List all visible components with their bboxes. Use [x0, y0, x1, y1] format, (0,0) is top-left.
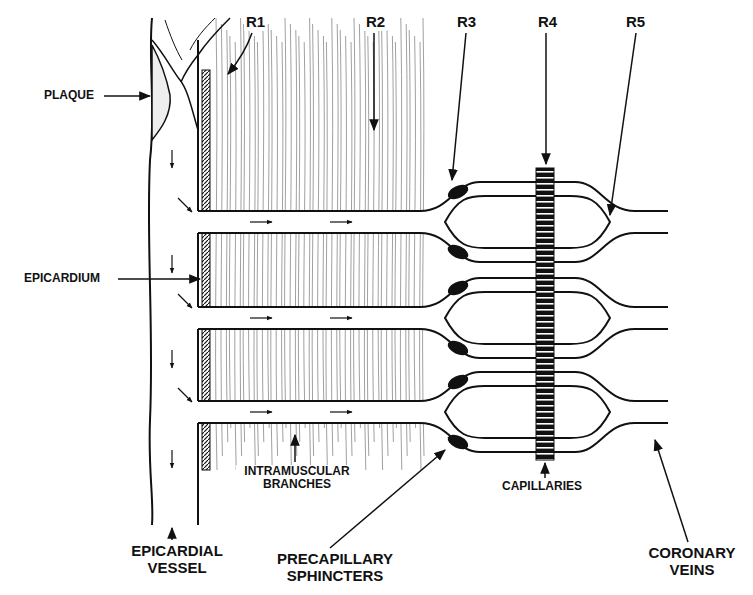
- part-label: PRECAPILLARY SPHINCTERS: [248, 551, 422, 585]
- plaque: [152, 45, 170, 140]
- muscle-fibre: [312, 24, 313, 456]
- resistance-callout: R4: [536, 14, 559, 31]
- muscle-fibre: [351, 42, 352, 456]
- part-label: EPICARDIAL VESSEL: [100, 543, 254, 577]
- flow-arrow: [250, 317, 272, 318]
- precapillary-sphincter: [445, 278, 470, 298]
- muscle-fibre: [406, 24, 407, 456]
- muscle-fibre: [304, 42, 305, 428]
- muscle-fibre: [387, 30, 388, 456]
- branch-group: [198, 372, 668, 452]
- part-label: CORONARY VEINS: [636, 545, 748, 579]
- muscle-fibre: [226, 30, 227, 442]
- precapillary-sphincter: [445, 372, 470, 392]
- part-label: PLAQUE: [42, 89, 96, 102]
- part-label: INTRAMUSCULAR BRANCHES: [236, 465, 358, 492]
- muscle-fibre: [295, 30, 296, 456]
- flow-arrow: [330, 221, 352, 222]
- capillary-loop: [445, 196, 610, 248]
- branch-fill: [198, 278, 668, 358]
- branch-group: [198, 278, 668, 358]
- flow-arrow: [330, 317, 352, 318]
- muscle-fibre: [331, 18, 332, 456]
- part-label: EPICARDIUM: [22, 272, 102, 285]
- resistance-callout: R3: [455, 14, 478, 31]
- part-label: CAPILLARIES: [500, 480, 584, 493]
- capillary-loop: [445, 292, 610, 344]
- flow-arrow: [330, 411, 352, 412]
- precapillary-sphincter: [445, 182, 470, 202]
- resistance-callout: R5: [624, 14, 647, 31]
- precapillary-sphincter: [445, 432, 470, 452]
- muscle-fibre: [298, 36, 299, 442]
- muscle-fibre: [409, 30, 410, 442]
- muscle-fibre: [395, 42, 396, 428]
- precapillary-sphincter: [445, 338, 470, 358]
- flow-arrow: [250, 221, 272, 222]
- resistance-callout: R1: [244, 14, 267, 31]
- muscle-fibre: [240, 18, 241, 456]
- flow-arrows: [172, 150, 192, 468]
- branch-group: [198, 182, 668, 262]
- muscle-fibre: [318, 30, 319, 442]
- intramuscular-branches: [198, 182, 668, 452]
- leader-lines: [104, 33, 688, 548]
- flow-arrow: [250, 411, 272, 412]
- muscle-fibre: [282, 42, 283, 442]
- capillaries: [536, 168, 554, 460]
- muscle-fibre: [367, 36, 368, 456]
- epicardial-vessel: [149, 18, 230, 525]
- muscle-fibre: [257, 42, 258, 456]
- branch-fill: [198, 372, 668, 452]
- muscle-fibre: [392, 36, 393, 442]
- precapillary-sphincter: [445, 242, 470, 262]
- muscle-fibre: [423, 18, 424, 456]
- muscle-fibre: [221, 24, 222, 456]
- capillary-loop: [445, 386, 610, 438]
- muscle-fibre: [276, 36, 277, 456]
- resistance-callout: R2: [364, 14, 387, 31]
- branch-fill: [198, 182, 668, 262]
